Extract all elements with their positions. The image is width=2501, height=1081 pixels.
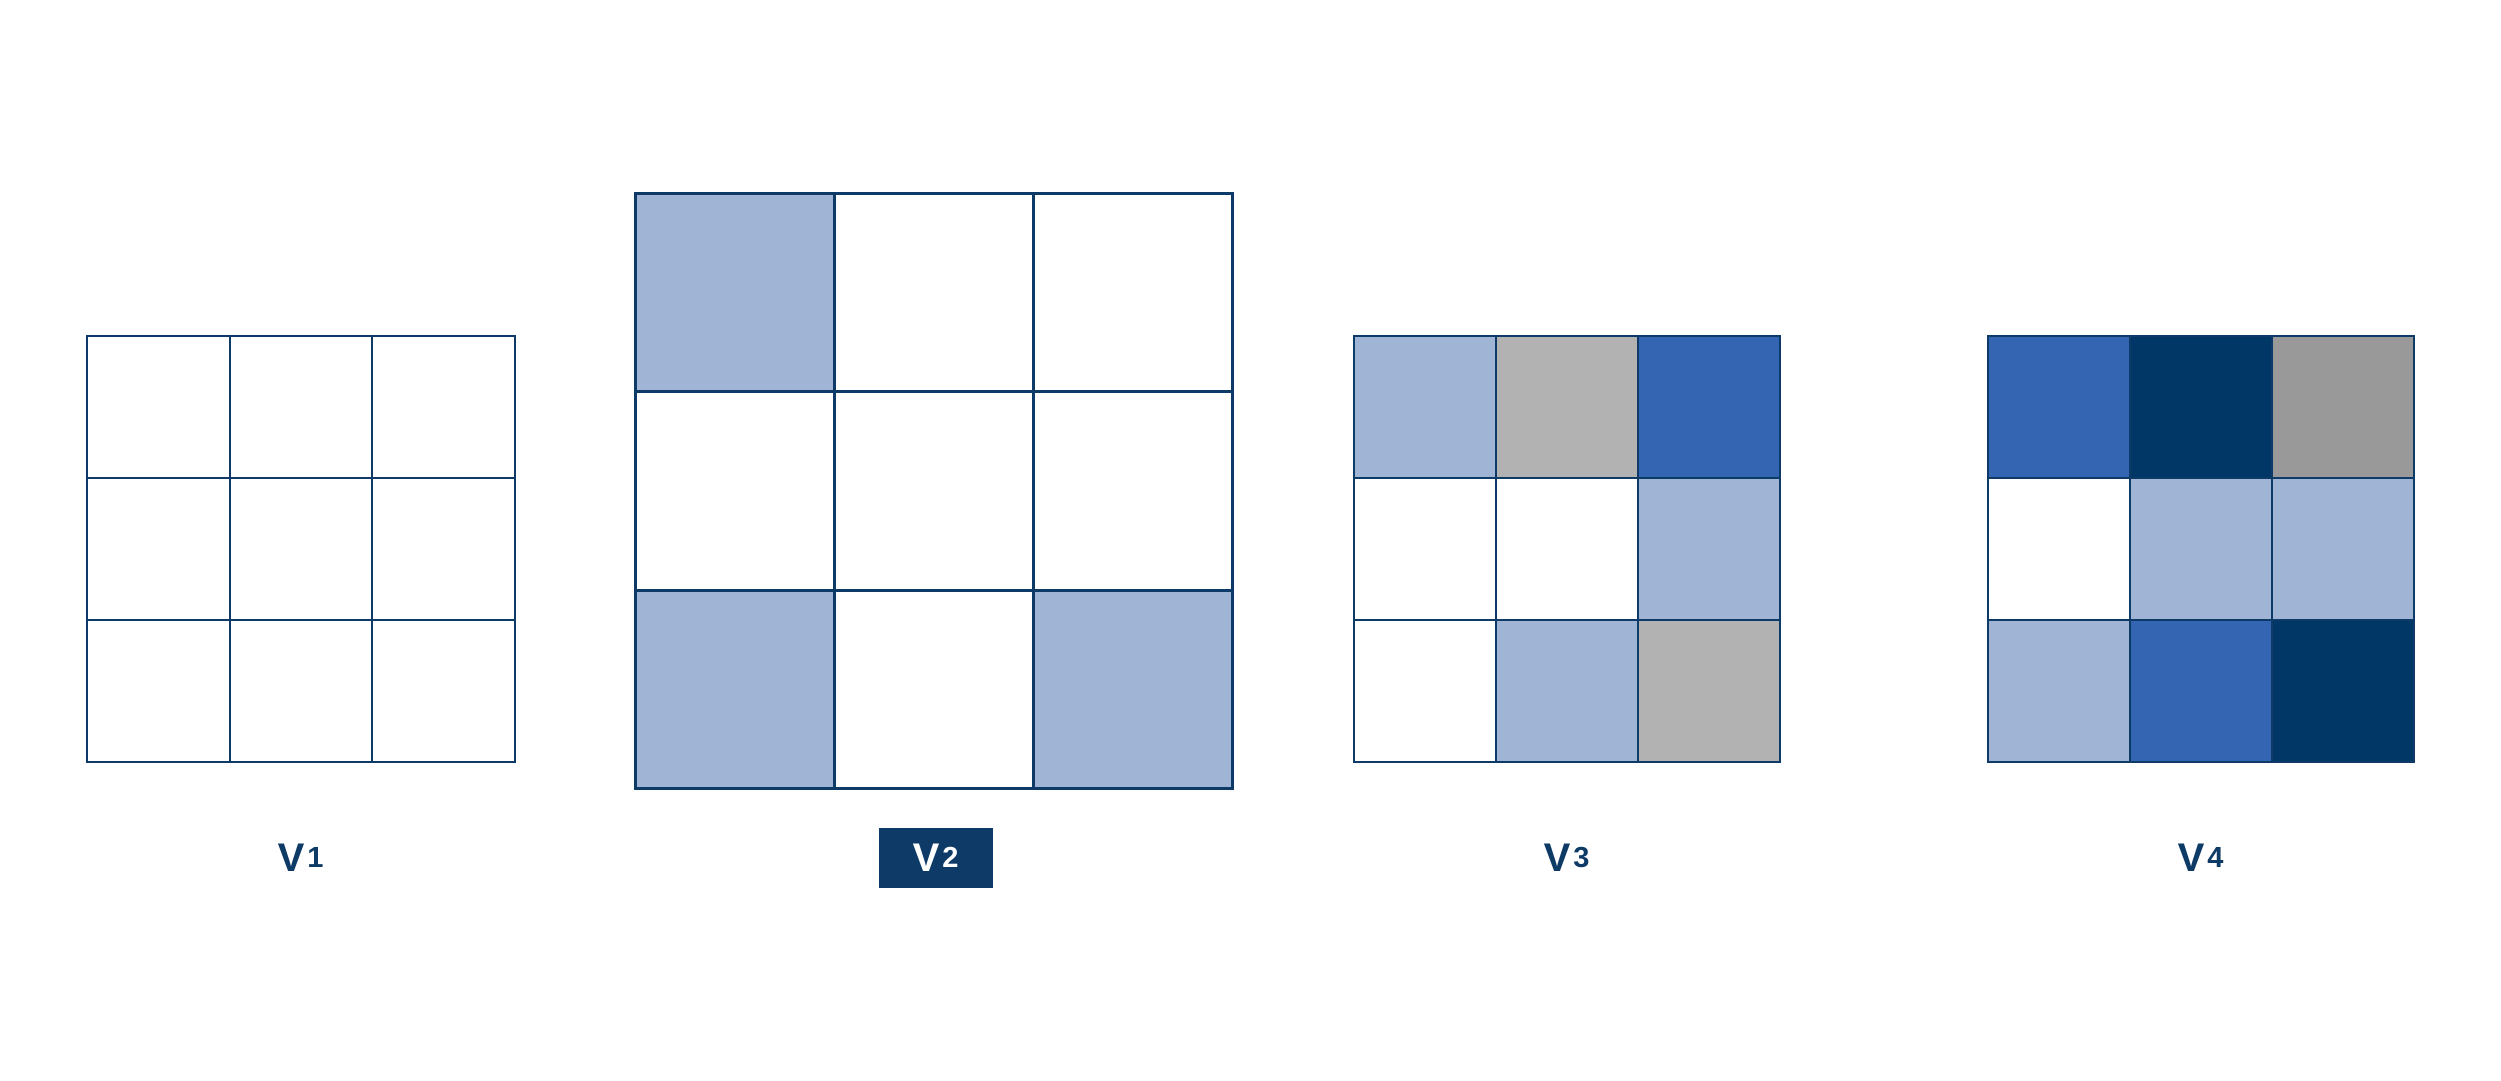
variant-label-v4-text: V: [2177, 835, 2206, 880]
grid-cell-v2-r2c2: [1035, 591, 1231, 787]
grid-cell-v3-r0c2: [1639, 337, 1779, 477]
grid-cell-v4-r1c0: [1989, 479, 2129, 619]
grid-cell-v3-r2c2: [1639, 621, 1779, 761]
grid-cell-v1-r2c1: [230, 621, 372, 761]
grid-cell-v2-r0c1: [836, 195, 1032, 391]
grid-cell-v1-r1c2: [373, 479, 514, 619]
grid-cell-v4-r0c0: [1989, 337, 2129, 477]
variant-label-v1-text: V: [277, 835, 306, 880]
grid-cell-v2-r2c1: [836, 591, 1032, 787]
grid-cell-v4-r2c2: [2273, 621, 2413, 761]
grid-cell-v2-r1c1: [836, 393, 1032, 589]
grid-cell-v4-r1c2: [2273, 479, 2413, 619]
grid-cell-v4-r2c0: [1989, 621, 2129, 761]
grid-cell-v1-r0c0: [88, 337, 229, 477]
grid-v4: [1987, 335, 2415, 763]
grid-cell-v3-r1c0: [1355, 479, 1495, 619]
grid-cell-v2-r1c0: [637, 393, 833, 589]
grid-cell-v2-r0c0: [637, 195, 833, 391]
grid-cell-v4-r2c1: [2131, 621, 2271, 761]
variant-label-v3-number: 3: [1573, 841, 1591, 874]
grid-cell-v1-r2c2: [373, 621, 514, 761]
variant-label-v2-text: V: [912, 835, 941, 880]
grid-v1: [86, 335, 516, 763]
grid-cell-v4-r0c2: [2273, 337, 2413, 477]
grid-cell-v3-r1c2: [1639, 479, 1779, 619]
grid-cell-v4-r0c1: [2131, 337, 2271, 477]
grid-cell-v3-r0c0: [1355, 337, 1495, 477]
grid-cell-v1-r2c0: [88, 621, 229, 761]
variant-label-v2-number: 2: [942, 841, 960, 874]
variant-label-v3-text: V: [1543, 835, 1572, 880]
grid-cell-v1-r0c1: [230, 337, 372, 477]
grid-cell-v3-r1c1: [1497, 479, 1637, 619]
grid-cell-v3-r0c1: [1497, 337, 1637, 477]
grid-cell-v2-r2c0: [637, 591, 833, 787]
grid-cell-v3-r2c0: [1355, 621, 1495, 761]
grid-cell-v1-r1c0: [88, 479, 229, 619]
grid-v2: [634, 192, 1234, 790]
grid-cell-v2-r1c2: [1035, 393, 1231, 589]
variant-label-v1-number: 1: [307, 841, 325, 874]
grid-cell-v3-r2c1: [1497, 621, 1637, 761]
variant-label-v4-number: 4: [2207, 841, 2225, 874]
grid-cell-v4-r1c1: [2131, 479, 2271, 619]
grid-v3: [1353, 335, 1781, 763]
grid-cell-v1-r0c2: [373, 337, 514, 477]
grid-cell-v2-r0c2: [1035, 195, 1231, 391]
grid-cell-v1-r1c1: [230, 479, 372, 619]
